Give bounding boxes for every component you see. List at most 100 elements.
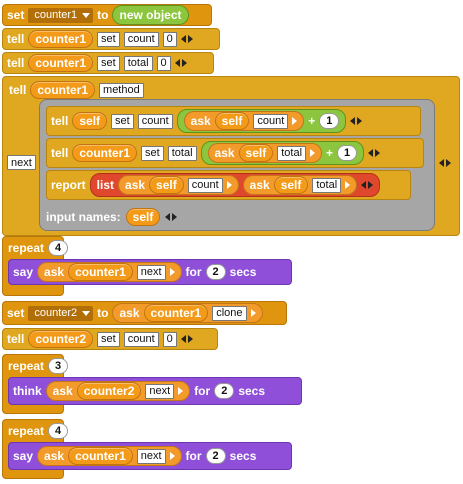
repeat-count[interactable]: 4 [48, 240, 69, 256]
expand-icon[interactable] [250, 309, 256, 317]
ask-target[interactable]: counter2 [76, 382, 142, 400]
collapse-icon[interactable] [350, 117, 356, 125]
ask-reporter[interactable]: ask self total [242, 175, 358, 195]
field-slot[interactable]: count [137, 113, 173, 129]
message-slot[interactable]: set [141, 145, 164, 161]
variable-dropdown[interactable]: counter2 [28, 305, 94, 321]
target-variable[interactable]: counter2 [28, 330, 94, 348]
collapse-icon[interactable] [165, 213, 171, 221]
field-slot[interactable]: total [167, 145, 197, 161]
next-slot[interactable]: next [7, 155, 36, 170]
ask-reporter[interactable]: ask self count [118, 175, 239, 195]
collapse-icon[interactable] [174, 59, 180, 67]
tell-block[interactable]: tell counter2 set count 0 [2, 328, 218, 350]
arity-arrows[interactable] [368, 149, 381, 157]
report-block[interactable]: report list ask self count ask self tota… [46, 170, 411, 200]
arity-arrows[interactable] [180, 335, 193, 343]
arity-arrows[interactable] [439, 159, 451, 167]
expand-icon[interactable] [172, 213, 178, 221]
ask-target[interactable]: self [149, 176, 184, 194]
seconds-slot[interactable]: 2 [205, 448, 226, 464]
message-slot[interactable]: set [97, 331, 120, 347]
expand-icon[interactable] [181, 59, 187, 67]
think-block[interactable]: think ask counter2 next for 2 secs [8, 377, 302, 405]
tell-self-block[interactable]: tell self set count ask self count + 1 [46, 106, 421, 136]
expand-icon[interactable] [446, 159, 451, 167]
ask-message[interactable]: next [136, 448, 166, 464]
ask-message[interactable]: clone [212, 305, 247, 321]
value-slot[interactable]: 0 [156, 55, 171, 71]
expand-icon[interactable] [169, 268, 175, 276]
ask-field[interactable]: total [277, 145, 307, 161]
ask-reporter[interactable]: ask counter2 next [45, 381, 191, 401]
message-slot[interactable]: set [111, 113, 134, 129]
ask-target[interactable]: self [238, 144, 274, 162]
tell-counter-block[interactable]: tell counter1 set total ask self total +… [46, 138, 424, 168]
arity-arrows[interactable] [174, 59, 187, 67]
repeat-count[interactable]: 3 [48, 358, 69, 374]
target-variable[interactable]: counter1 [28, 30, 94, 48]
ask-field[interactable]: count [253, 113, 289, 129]
expand-icon[interactable] [178, 387, 184, 395]
field-slot[interactable]: total [123, 55, 153, 71]
ask-target[interactable]: self [214, 112, 250, 130]
ask-message[interactable]: next [136, 264, 166, 280]
repeat-count[interactable]: 4 [48, 423, 69, 439]
ask-message[interactable]: next [145, 383, 175, 399]
collapse-icon[interactable] [361, 181, 367, 189]
say-block[interactable]: say ask counter1 next for 2 secs [8, 442, 292, 470]
tell-block[interactable]: tell counter1 set count 0 [2, 28, 220, 50]
expand-icon[interactable] [292, 117, 298, 125]
input-name-variable[interactable]: self [125, 208, 161, 226]
ask-field[interactable]: count [187, 177, 223, 193]
arity-arrows[interactable] [350, 117, 363, 125]
ask-field[interactable]: total [312, 177, 342, 193]
collapse-icon[interactable] [180, 335, 186, 343]
number-slot[interactable]: 1 [337, 145, 358, 161]
ask-target[interactable]: counter1 [68, 447, 133, 465]
sum-reporter[interactable]: ask self count + 1 [176, 109, 347, 133]
expand-icon[interactable] [310, 149, 316, 157]
sum-reporter[interactable]: ask self total + 1 [200, 141, 365, 165]
message-slot[interactable]: set [97, 55, 120, 71]
list-arity-arrows[interactable] [361, 181, 374, 189]
value-slot[interactable]: 0 [162, 331, 177, 347]
say-block[interactable]: say ask counter1 next for 2 secs [8, 259, 292, 285]
target-variable[interactable]: self [72, 112, 108, 130]
message-slot[interactable]: method [99, 82, 144, 98]
variable-dropdown[interactable]: counter1 [28, 7, 94, 23]
ask-reporter[interactable]: ask self count [183, 111, 305, 131]
message-slot[interactable]: set [97, 31, 120, 47]
dropdown-arrow-icon[interactable] [82, 310, 91, 316]
ask-target[interactable]: counter1 [143, 304, 209, 322]
collapse-icon[interactable] [368, 149, 374, 157]
target-variable[interactable]: counter1 [30, 81, 96, 99]
field-slot[interactable]: count [123, 31, 159, 47]
collapse-icon[interactable] [439, 159, 444, 167]
ask-target[interactable]: counter1 [68, 263, 133, 281]
ask-reporter[interactable]: ask counter1 next [37, 446, 182, 466]
expand-icon[interactable] [345, 181, 351, 189]
tell-block[interactable]: tell counter1 set total 0 [2, 52, 214, 74]
number-slot[interactable]: 1 [319, 113, 340, 129]
ask-reporter[interactable]: ask self total [207, 143, 323, 163]
ask-reporter[interactable]: ask counter1 next [37, 262, 182, 282]
set-variable-block[interactable]: set counter1 to new object [2, 4, 212, 26]
list-reporter[interactable]: list ask self count ask self total [89, 173, 381, 197]
value-slot[interactable]: 0 [162, 31, 177, 47]
target-variable[interactable]: counter1 [28, 54, 94, 72]
dropdown-arrow-icon[interactable] [82, 12, 91, 18]
expand-icon[interactable] [368, 181, 374, 189]
ask-target[interactable]: self [273, 176, 309, 194]
seconds-slot[interactable]: 2 [214, 383, 235, 399]
tell-method-block[interactable]: tell counter1 method next tell self set … [2, 76, 460, 236]
set-variable-block[interactable]: set counter2 to ask counter1 clone [2, 301, 287, 325]
method-ring[interactable]: tell self set count ask self count + 1 t… [39, 99, 435, 231]
input-arity-arrows[interactable] [165, 213, 178, 221]
arity-arrows[interactable] [180, 35, 193, 43]
expand-icon[interactable] [187, 335, 193, 343]
ask-reporter[interactable]: ask counter1 clone [112, 303, 263, 323]
target-variable[interactable]: counter1 [72, 144, 138, 162]
new-object-reporter[interactable]: new object [112, 5, 189, 25]
expand-icon[interactable] [357, 117, 363, 125]
